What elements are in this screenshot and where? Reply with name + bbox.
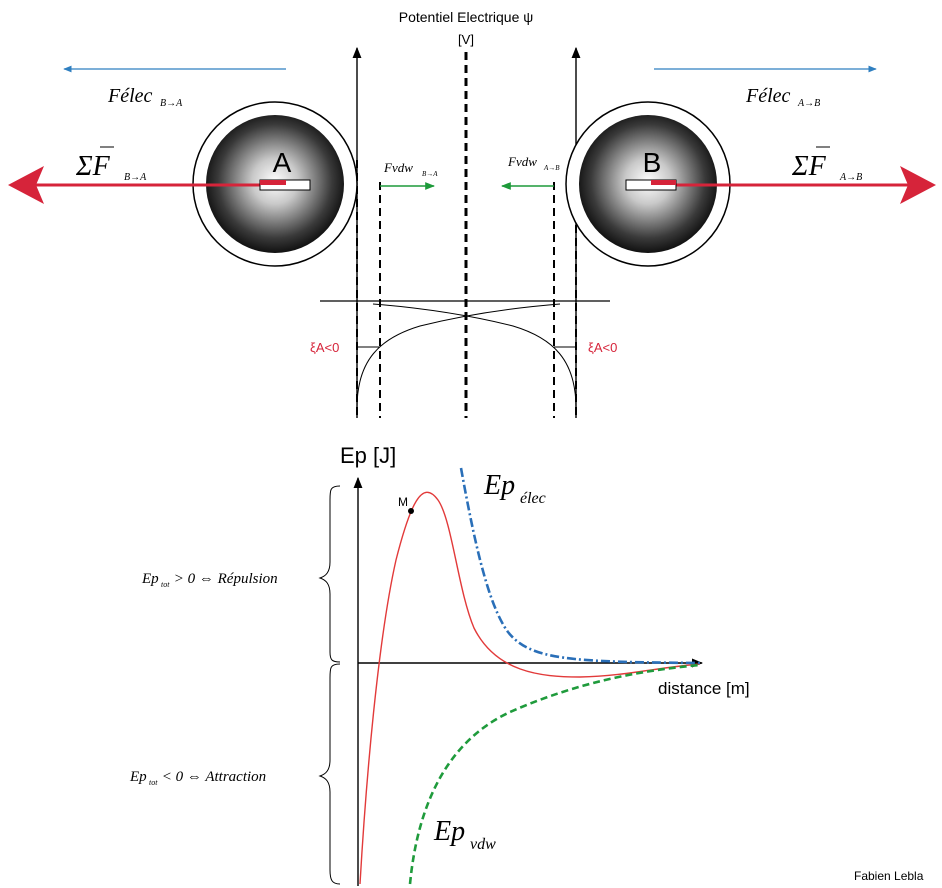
energy-x-label: distance [m]	[658, 679, 750, 698]
svg-text:< 0 ⇔ Attraction: < 0 ⇔ Attraction	[158, 769, 266, 785]
potential-title: Potentiel Electrique ψ	[399, 9, 534, 25]
vdw-force-label-b-to-a: Fvdw B→A	[383, 160, 438, 178]
svg-text:Ep: Ep	[141, 571, 159, 587]
svg-text:Fvdw: Fvdw	[383, 160, 413, 175]
elec-force-label-b-to-a: Félec B→A	[107, 85, 183, 109]
svg-text:élec: élec	[520, 490, 546, 507]
svg-text:Félec: Félec	[107, 85, 153, 107]
sphere-b-label: B	[643, 147, 662, 178]
potential-unit: [V]	[458, 32, 474, 47]
point-m	[408, 508, 414, 514]
potential-curve-a	[356, 303, 561, 409]
svg-text:B→A: B→A	[422, 170, 438, 178]
elec-curve-label: Ep élec	[483, 470, 546, 507]
svg-text:Félec: Félec	[745, 85, 791, 107]
sum-force-label-b-to-a: ΣF B→A	[75, 151, 147, 183]
attraction-label: Ep tot < 0 ⇔ Attraction	[129, 769, 266, 787]
sum-force-arrow-right-head	[900, 166, 936, 204]
point-m-label: M	[398, 495, 408, 509]
svg-text:A→B: A→B	[543, 164, 560, 172]
sum-force-label-a-to-b: ΣF A→B	[791, 151, 862, 183]
repulsion-brace	[318, 485, 341, 663]
zeta-right-label: ξA<0	[588, 340, 617, 355]
svg-text:B→A: B→A	[160, 98, 183, 109]
vdw-energy-curve	[408, 663, 701, 885]
svg-text:Ep: Ep	[483, 470, 515, 501]
svg-text:ΣF: ΣF	[791, 151, 827, 182]
svg-text:> 0 ⇔ Répulsion: > 0 ⇔ Répulsion	[170, 571, 278, 587]
author-credit: Fabien Lebla	[854, 869, 924, 883]
potential-curve-b	[372, 303, 577, 409]
vdw-force-label-a-to-b: Fvdw A→B	[507, 154, 560, 172]
zeta-left-label: ξA<0	[310, 340, 339, 355]
vdw-curve-label: Ep vdw	[433, 816, 496, 853]
energy-y-label: Ep [J]	[340, 443, 396, 468]
svg-text:Ep: Ep	[129, 769, 147, 785]
repulsion-label: Ep tot > 0 ⇔ Répulsion	[141, 571, 278, 589]
svg-text:vdw: vdw	[470, 836, 496, 853]
attraction-brace	[318, 663, 341, 885]
svg-text:A→B: A→B	[797, 98, 820, 109]
svg-text:Fvdw: Fvdw	[507, 154, 537, 169]
sphere-a-center-bar-red	[260, 180, 286, 185]
elec-force-label-a-to-b: Félec A→B	[745, 85, 820, 109]
svg-text:B→A: B→A	[124, 172, 147, 183]
svg-text:tot: tot	[161, 580, 170, 589]
sphere-a-label: A	[273, 147, 292, 178]
svg-text:Ep: Ep	[433, 816, 465, 847]
svg-text:ΣF: ΣF	[75, 151, 111, 182]
total-energy-curve	[359, 491, 701, 885]
svg-text:tot: tot	[149, 778, 158, 787]
sphere-b-center-bar-red	[651, 180, 676, 185]
elec-energy-curve	[459, 467, 701, 665]
sum-force-arrow-left-head	[8, 166, 44, 204]
svg-text:A→B: A→B	[839, 172, 862, 183]
